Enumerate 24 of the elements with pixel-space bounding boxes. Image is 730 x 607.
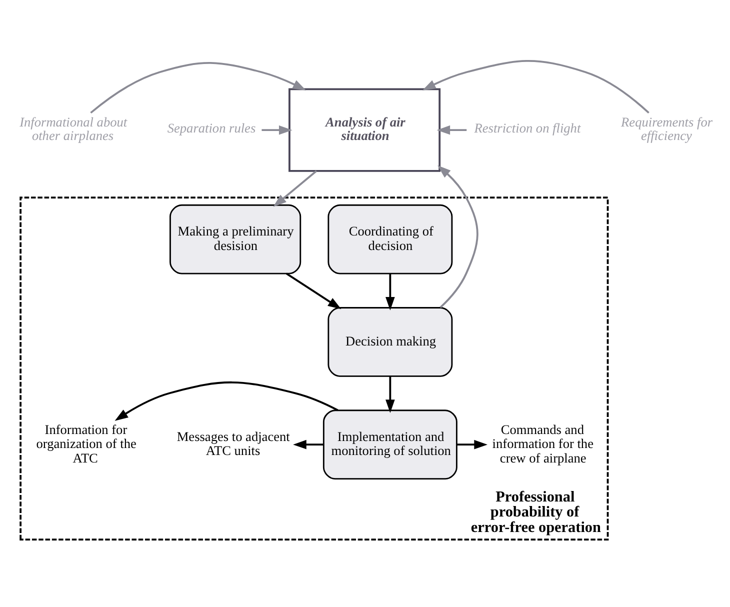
arrow [286,272,342,309]
node-box: Analysis of air situation [288,88,441,172]
arrow [273,170,318,206]
node-text: Requirements for efficiency [621,114,713,142]
arrow [438,164,478,308]
arrow [386,273,395,310]
node-text: Restriction on flight [474,120,581,136]
node-text: Information for organization of the ATC [36,421,136,465]
node-box: Decision making [328,306,453,376]
node-text: Commands and information for the crew of airplane [492,421,594,465]
arrow [456,439,488,449]
node-text: Informational about other airplanes [20,114,128,142]
arrow [114,380,338,420]
node-text: Separation rules [167,120,256,136]
node-box: Making a preliminary desision [170,204,302,274]
arrow [386,376,395,412]
arrow [436,124,467,134]
node-box: Coordinating of decision [328,204,453,274]
arrow [262,124,292,134]
arrow [293,439,324,449]
arrow [422,60,650,114]
arrow [90,62,306,114]
node-box: Implementation and monitoring of solution [322,409,458,479]
node-text: Messages to adjacent ATC units [176,428,290,458]
